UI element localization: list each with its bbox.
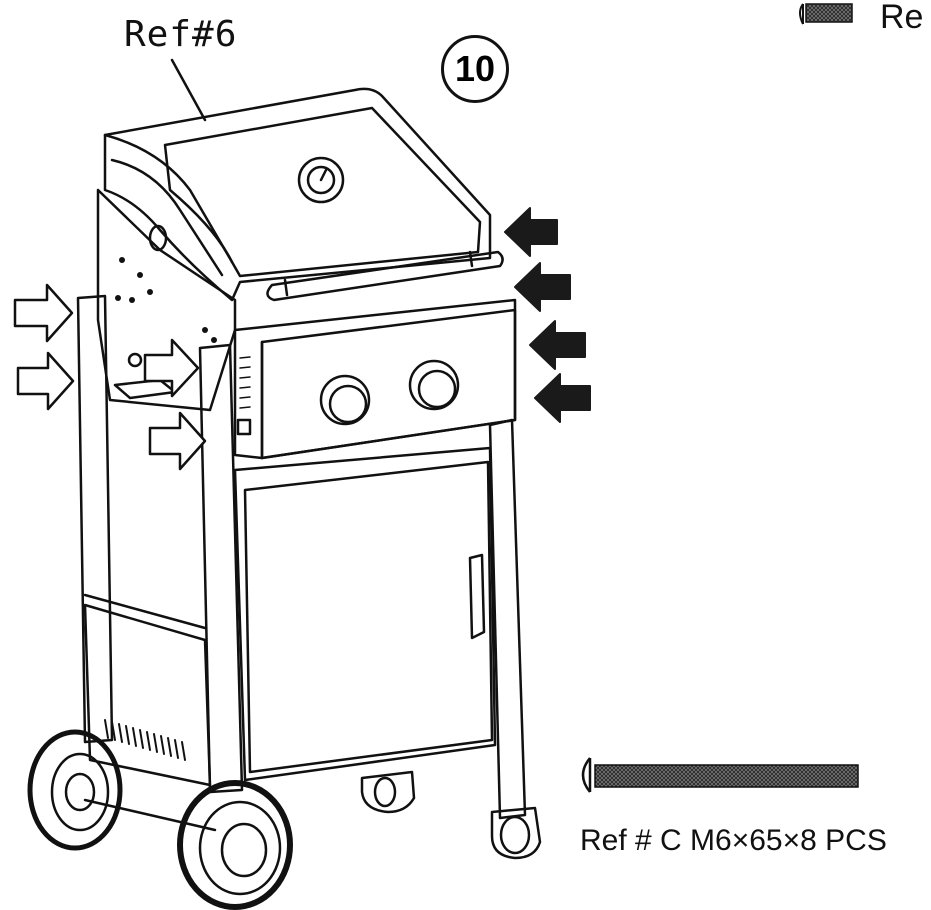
part-ref-label: Ref#6 (124, 14, 238, 55)
control-panel (233, 298, 517, 460)
cart-leg-front-left (198, 343, 244, 794)
side-panel-holes (115, 257, 217, 343)
caster-wheel-middle (360, 770, 416, 814)
thermometer-icon (297, 156, 345, 204)
ref6-leader-line (170, 58, 207, 122)
control-knob-right (408, 359, 460, 411)
caster-wheel-right (490, 806, 542, 860)
lower-side-panel (83, 603, 212, 787)
lid-side-shell (103, 133, 234, 264)
cabinet-door (243, 460, 494, 774)
lid-side-inner (110, 158, 224, 277)
side-vent-slots (104, 719, 186, 761)
cart-leg-rear-left (76, 294, 114, 744)
igniter-button (236, 418, 252, 436)
arrow-icon (13, 283, 207, 471)
control-knob-left (319, 374, 371, 426)
control-panel-face (260, 308, 517, 460)
grill-lid (103, 87, 492, 302)
control-panel-vents (239, 356, 251, 409)
lid-handle (266, 250, 504, 302)
wheel-front (177, 780, 293, 910)
bolt-ref-label: Ref # C M6×65×8 PCS (580, 824, 887, 857)
step-number-badge: 10 (441, 35, 509, 103)
top-ref-label: Re (880, 0, 924, 36)
door-handle (468, 553, 486, 640)
bolt-icon (799, 3, 853, 25)
grill-side-panel (96, 188, 237, 412)
side-bracket (113, 378, 177, 400)
lower-shelf-rail (83, 593, 207, 630)
cart-leg-front-right (488, 418, 527, 820)
cabinet-body (233, 446, 497, 782)
bolt-icon (581, 757, 859, 793)
side-panel-ring (127, 352, 143, 368)
wheel-rear (27, 729, 123, 851)
arrow-icon (504, 207, 591, 423)
lid-side-logo (148, 224, 168, 252)
